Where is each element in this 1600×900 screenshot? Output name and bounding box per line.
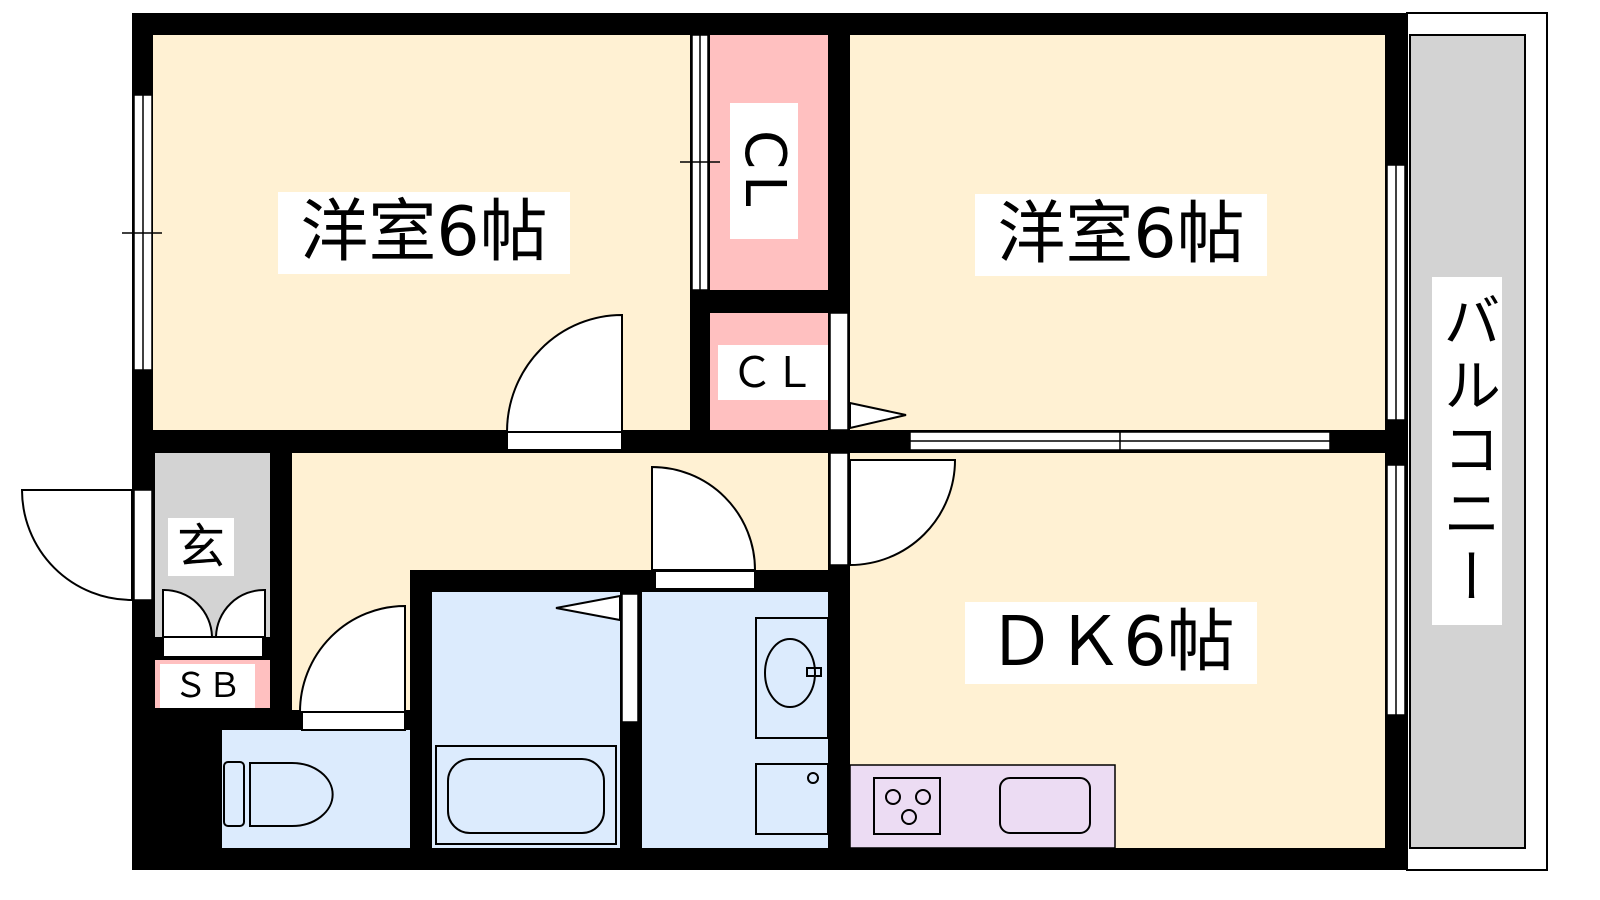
closet-2-label: ＣＬ xyxy=(718,345,828,400)
doors xyxy=(20,313,957,731)
western-room-1-label: 洋室6帖 xyxy=(278,192,570,274)
fixtures xyxy=(223,617,1091,845)
shoe-box-label: ＳＢ xyxy=(160,664,255,708)
toilet-icon xyxy=(223,761,245,827)
dining-kitchen-label: ＤＫ6帖 xyxy=(965,602,1257,684)
toilet-room xyxy=(222,730,410,848)
bathroom xyxy=(432,592,620,848)
sink-icon xyxy=(764,638,816,708)
western-room-2-label: 洋室6帖 xyxy=(975,194,1267,276)
balcony-label: バルコニー xyxy=(1432,277,1502,625)
washroom xyxy=(642,592,828,848)
entrance-label: 玄 xyxy=(168,518,234,576)
kitchen-sink-icon xyxy=(999,777,1091,834)
stove-icon xyxy=(873,777,941,835)
bathtub-icon xyxy=(447,758,605,834)
windows xyxy=(122,34,1406,723)
closet-1-label: CL xyxy=(730,103,798,239)
